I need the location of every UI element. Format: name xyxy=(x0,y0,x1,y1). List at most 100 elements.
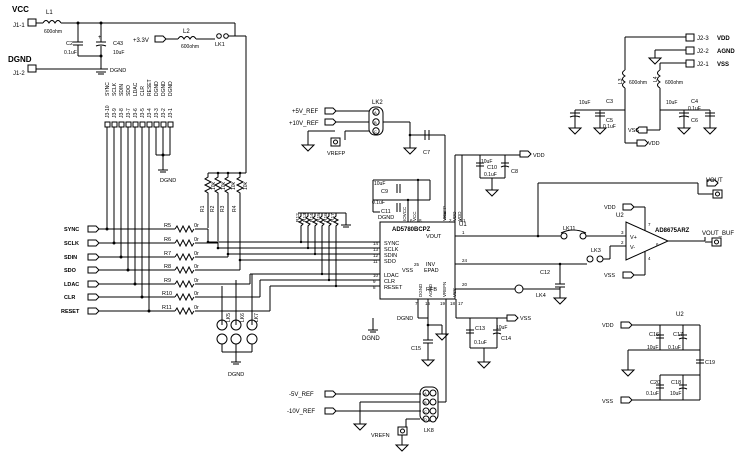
j1-1-connector[interactable] xyxy=(27,18,37,27)
vrefn-label: VREFN xyxy=(371,433,390,439)
j2-vdd-net-label: VDD xyxy=(648,141,660,147)
r3-label: R3 xyxy=(220,205,226,212)
svg-text:3: 3 xyxy=(459,218,462,223)
c16-label: C16 xyxy=(649,332,659,338)
lk5-jumper[interactable] xyxy=(216,319,228,331)
j3-pin[interactable] xyxy=(104,121,111,128)
j3-pin[interactable] xyxy=(132,121,139,128)
svg-text:J3-8: J3-8 xyxy=(119,108,125,118)
u1-decoupling-top: 10uF C9 0.1uF C11 DGND 10uF C10 0.1uF C8… xyxy=(372,150,545,221)
svg-text:RESET: RESET xyxy=(384,285,403,291)
vout-test-point[interactable] xyxy=(712,189,723,199)
j2-vss-net-label: VSS xyxy=(628,128,639,134)
vout-label: VOUT xyxy=(706,178,723,184)
j2-3-connector[interactable] xyxy=(685,33,695,42)
svg-text:VSS: VSS xyxy=(452,288,457,297)
svg-text:DGND: DGND xyxy=(154,81,160,96)
vrefp-test-point[interactable] xyxy=(330,137,341,147)
c19-label: C19 xyxy=(705,360,715,366)
lk4-jumper[interactable] xyxy=(514,284,524,294)
svg-text:10k: 10k xyxy=(243,181,249,190)
j3-pin[interactable] xyxy=(111,121,118,128)
svg-text:SDIN: SDIN xyxy=(384,253,397,259)
u2-vdd-label: VDD xyxy=(604,205,616,211)
svg-text:7: 7 xyxy=(415,301,418,306)
j3-dgnd-label: DGND xyxy=(160,178,176,184)
r10-label: R10 xyxy=(162,291,172,297)
l2-label: L2 xyxy=(183,29,190,35)
r16-label: R16 xyxy=(323,213,329,222)
svg-text:9: 9 xyxy=(373,279,376,284)
r8-label: R8 xyxy=(164,264,171,270)
u1-dgnd-label: DGND xyxy=(397,316,413,322)
net-sdin-label: SDIN xyxy=(64,255,77,261)
svg-text:10k: 10k xyxy=(211,181,217,190)
c3-label: C3 xyxy=(606,99,613,105)
j3-pin[interactable] xyxy=(146,121,153,128)
u1-vss-label: VSS xyxy=(520,316,531,322)
j2-2-connector[interactable] xyxy=(685,46,695,55)
l4-inductor xyxy=(657,69,661,89)
l1-label: L1 xyxy=(46,10,53,16)
svg-text:J3-9: J3-9 xyxy=(112,108,118,118)
lk7-jumper[interactable] xyxy=(246,319,258,331)
r4-label: R4 xyxy=(232,205,238,212)
svg-text:DGND: DGND xyxy=(168,81,174,96)
svg-text:L4: L4 xyxy=(653,76,659,82)
lk8-jumper[interactable] xyxy=(419,386,439,422)
svg-text:24: 24 xyxy=(462,258,468,263)
u2-opamp-section: LK11 VOUT LK3 C12 LK4 xyxy=(510,178,734,305)
j3-pin[interactable] xyxy=(167,121,174,128)
lk11-pin-b[interactable] xyxy=(579,232,587,240)
j3-pin[interactable] xyxy=(125,121,132,128)
svg-text:7: 7 xyxy=(648,222,651,227)
svg-text:18: 18 xyxy=(450,301,456,306)
c18-label: C18 xyxy=(671,380,681,386)
j1-2-label: J1-2 xyxy=(13,71,25,77)
lk11-pin-a[interactable] xyxy=(560,232,568,240)
j1-2-connector[interactable] xyxy=(27,64,37,73)
c2-value: 0.1uF xyxy=(64,50,77,56)
svg-text:600ohm: 600ohm xyxy=(665,80,683,86)
vrefn-test-point[interactable] xyxy=(397,426,408,436)
svg-text:0r: 0r xyxy=(194,278,199,284)
svg-text:L3: L3 xyxy=(618,78,624,84)
lk2-jumper[interactable] xyxy=(368,106,384,136)
svg-text:10uF: 10uF xyxy=(666,100,677,106)
svg-text:VDD: VDD xyxy=(457,211,462,221)
lk6-jumper[interactable] xyxy=(230,319,242,331)
net-sclk-label: SCLK xyxy=(64,241,79,247)
lk3-pin-b[interactable] xyxy=(596,255,604,263)
j3-pin[interactable] xyxy=(139,121,146,128)
j2-1-connector[interactable] xyxy=(685,59,695,68)
dgnd-main-label: DGND xyxy=(362,336,380,342)
digital-lines: SYNC SCLK SDIN SDO LDAC CLR RESET xyxy=(61,223,380,316)
svg-text:10uF: 10uF xyxy=(579,100,590,106)
pulldown-resistors: R12 R13 R14 R15 R16 R17 xyxy=(295,212,351,288)
m5v-ref-label: -5V_REF xyxy=(289,392,314,398)
c12-label: C12 xyxy=(540,270,550,276)
lk1-pin-a[interactable] xyxy=(216,33,222,39)
svg-text:10uF: 10uF xyxy=(496,325,507,331)
j3-header: J3-10 J3-9 J3-8 J3-7 J3-6 J3-5 J3-4 J3-3… xyxy=(104,79,176,311)
c9-label: C9 xyxy=(381,189,388,195)
j2-1-label: J2-1 xyxy=(697,62,709,68)
u2-part-label: AD8675ARZ xyxy=(655,228,690,234)
net-reset-label: RESET xyxy=(61,309,80,315)
vout-buf-test-point[interactable] xyxy=(711,237,722,247)
svg-text:IOVCC: IOVCC xyxy=(402,206,407,221)
u1-decoupling-bottom: C13 0.1uF 10uF C14 VSS xyxy=(456,314,531,369)
svg-text:J3-3: J3-3 xyxy=(154,108,160,118)
lk7-label: LK7 xyxy=(254,313,260,322)
r2-label: R2 xyxy=(210,205,216,212)
j3-pin[interactable] xyxy=(118,121,125,128)
u1-body xyxy=(379,221,456,300)
j3-pin[interactable] xyxy=(153,121,160,128)
lk1-pin-b[interactable] xyxy=(223,33,229,39)
j3-pin[interactable] xyxy=(160,121,167,128)
lk3-pin-a[interactable] xyxy=(586,255,594,263)
svg-text:10uF: 10uF xyxy=(647,345,658,351)
c5-label: C5 xyxy=(606,118,613,124)
c43-value: 10uF xyxy=(113,50,124,56)
c11-label: C11 xyxy=(381,209,391,215)
